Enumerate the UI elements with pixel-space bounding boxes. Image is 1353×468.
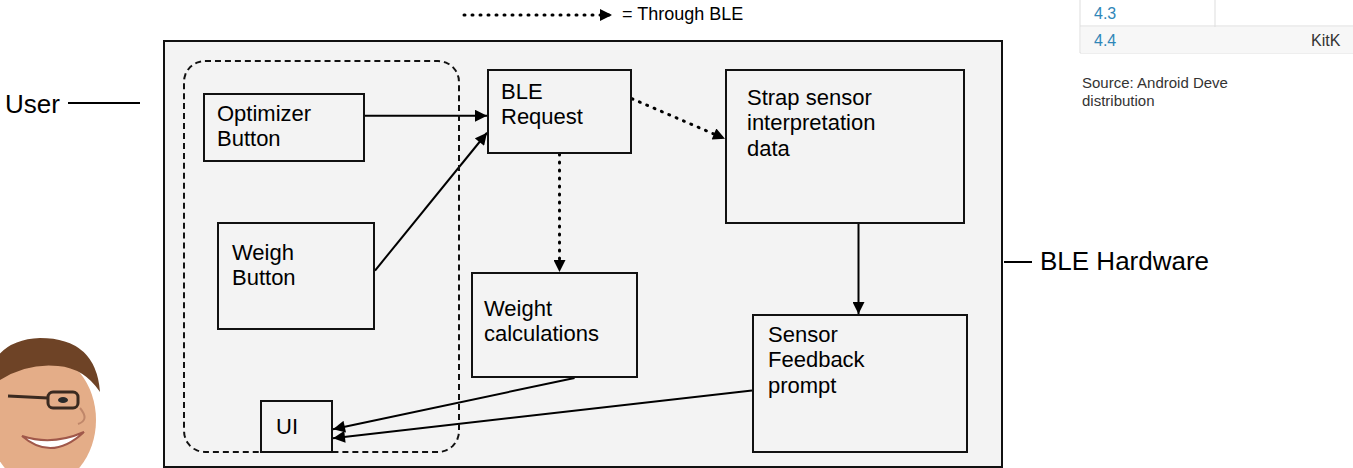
box-label: Optimizer Button [217,101,332,152]
flow-arrow [858,224,860,314]
box-label: Strap sensor interpretation data [747,85,912,161]
mouth [22,432,84,448]
ble-connector [558,154,561,272]
process-box: Weigh Button [217,222,375,330]
table-rule [1080,0,1081,53]
region-label: BLE Hardware [1040,247,1209,277]
hardware-boundary: BLE HardwareUserOptimizer ButtonWeigh Bu… [163,40,1003,468]
process-box: BLE Request [487,69,632,154]
flow-arrow [333,390,752,438]
leader-line [1004,261,1032,263]
hardware-fill [163,40,1003,468]
box-label: BLE Request [501,79,596,130]
table-cell: 4.3 [1094,4,1116,23]
glasses [8,396,48,398]
flow-arrow [375,133,487,271]
person-photo [0,338,100,468]
region-label: User [5,90,60,120]
eye [58,397,68,403]
table-row-shade [1081,27,1353,53]
user-region: UserOptimizer ButtonWeigh ButtonUI [183,60,460,453]
source-note: Source: Android Deve distribution [1082,74,1244,110]
nose [78,408,85,424]
box-label: UI [276,414,321,439]
process-box: Strap sensor interpretation data [725,69,965,224]
flow-arrow [333,378,575,429]
legend-text: = Through BLE [622,4,743,26]
box-label: Sensor Feedback prompt [768,322,893,398]
table-cell: 4.4 [1094,31,1116,50]
box-label: Weight calculations [484,296,624,347]
box-label: Weigh Button [232,240,332,291]
hair [0,338,100,392]
process-box: Weight calculations [471,272,638,378]
legend-sample-line [464,14,612,17]
flow-arrow [365,115,487,117]
process-box: Sensor Feedback prompt [752,314,968,453]
leader-line [68,102,140,104]
table-rule [1080,26,1353,27]
table-cell: KitK [1311,31,1340,50]
ble-connector [632,99,725,139]
process-box: UI [260,400,333,453]
glasses [48,392,78,408]
process-box: Optimizer Button [203,93,365,162]
